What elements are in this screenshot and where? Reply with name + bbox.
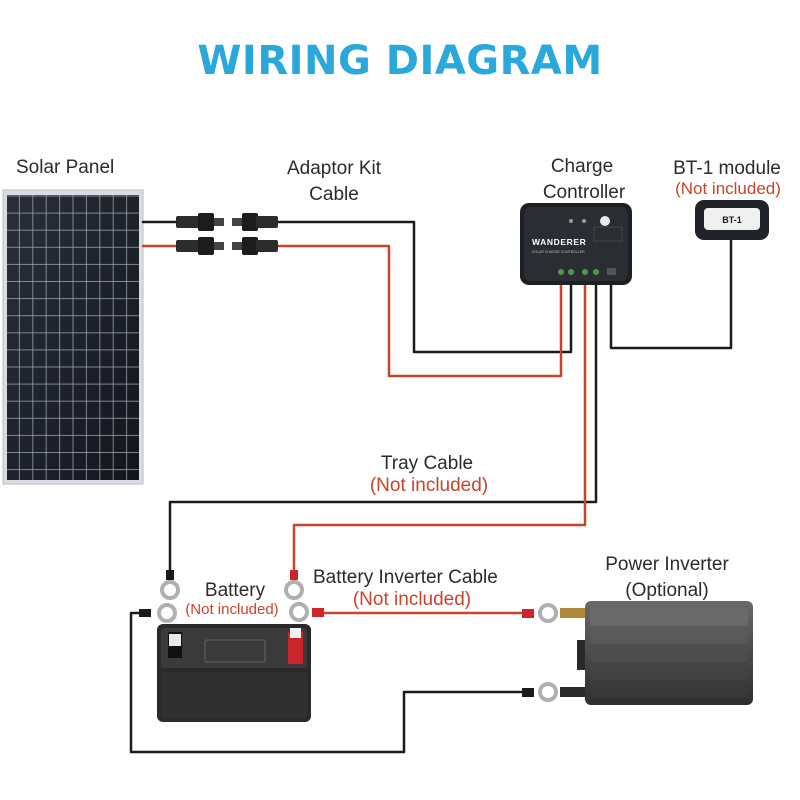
bt1-module-label: BT-1 module bbox=[673, 158, 781, 179]
battery-terminals bbox=[139, 570, 324, 623]
power-inverter-label-line2: (Optional) bbox=[625, 580, 709, 601]
charge-controller: WANDERER SOLAR CHARGE CONTROLLER bbox=[520, 203, 632, 285]
adaptor-kit-label-line1: Adaptor Kit bbox=[287, 158, 381, 179]
diagram-title: WIRING DIAGRAM bbox=[197, 38, 603, 84]
power-inverter-label-line1: Power Inverter bbox=[605, 554, 729, 575]
battery-pos-tray-terminal bbox=[284, 570, 304, 600]
controller-brand-text: WANDERER bbox=[532, 237, 586, 247]
mc4-connector-positive bbox=[176, 237, 278, 255]
tray-positive-wire bbox=[292, 280, 587, 574]
bt1-module: BT-1 bbox=[695, 200, 769, 240]
tray-cable-label: Tray Cable bbox=[380, 453, 474, 474]
adaptor-positive-wire bbox=[274, 244, 563, 378]
wires bbox=[129, 220, 733, 754]
bt1-cable bbox=[609, 238, 733, 350]
inverter-terminals bbox=[522, 603, 588, 702]
tray-cable-not-included-note: (Not included) bbox=[369, 475, 489, 496]
battery-inverter-cable-label: Battery Inverter Cable bbox=[313, 567, 498, 588]
charge-controller-label-line2: Controller bbox=[542, 182, 626, 203]
inverter-negative-wire bbox=[129, 611, 530, 754]
tray-negative-wire bbox=[168, 280, 598, 577]
controller-subtitle-text: SOLAR CHARGE CONTROLLER bbox=[532, 250, 585, 254]
power-inverter bbox=[577, 601, 753, 705]
adaptor-negative-wire bbox=[274, 220, 573, 354]
battery-label: Battery bbox=[204, 580, 266, 601]
battery-inverter-cable-not-included-note: (Not included) bbox=[352, 589, 472, 610]
battery bbox=[157, 624, 311, 722]
charge-controller-label-line1: Charge bbox=[550, 156, 614, 177]
inverter-pos-terminal bbox=[522, 603, 588, 623]
solar-panel bbox=[2, 189, 144, 485]
battery-not-included-note: (Not included) bbox=[185, 601, 279, 618]
battery-neg-tray-terminal bbox=[160, 570, 180, 600]
inverter-neg-terminal bbox=[522, 682, 588, 702]
bt1-not-included-note: (Not included) bbox=[675, 179, 781, 198]
bt1-device-text: BT-1 bbox=[722, 215, 742, 225]
mc4-connector-negative bbox=[176, 213, 278, 231]
solar-panel-label: Solar Panel bbox=[16, 157, 115, 178]
battery-neg-inverter-terminal bbox=[139, 603, 177, 623]
adaptor-kit-label-line2: Cable bbox=[309, 184, 359, 205]
adaptor-connectors bbox=[176, 213, 278, 255]
battery-pos-inverter-terminal bbox=[289, 602, 324, 622]
